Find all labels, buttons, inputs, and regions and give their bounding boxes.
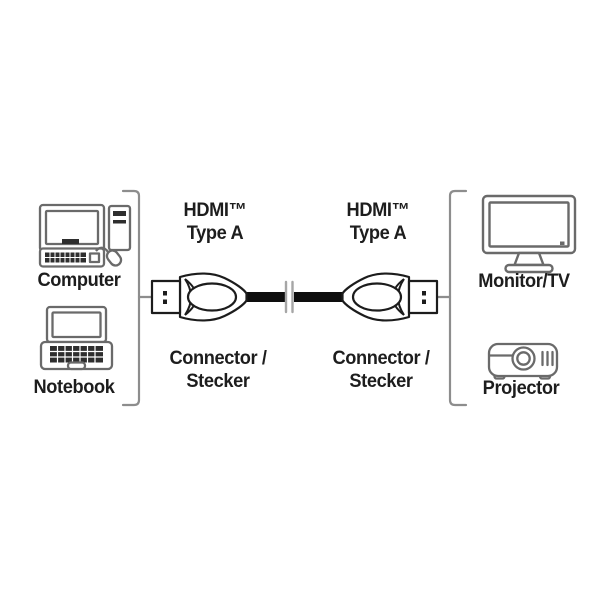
notebook-key-lines <box>50 346 103 363</box>
hdmi-variant-right: Type A <box>349 223 407 244</box>
notebook-keys <box>50 346 103 363</box>
notebook-icon <box>39 305 114 371</box>
plug-shell <box>407 279 439 315</box>
projector-lens <box>516 351 531 366</box>
right-bracket <box>435 189 468 407</box>
connector-label-left: Connector / Stecker <box>169 347 267 393</box>
mouse-icon <box>105 249 123 267</box>
connector-label-left-en: Connector / <box>169 348 267 369</box>
pc-tower-slot <box>113 220 126 224</box>
plug-shell <box>150 279 182 315</box>
connector-label-right: Connector / Stecker <box>332 347 430 393</box>
plug-pin <box>163 291 167 296</box>
pc-numpad <box>88 252 101 264</box>
notebook-screen <box>51 311 102 339</box>
tv-indicator <box>560 241 565 245</box>
computer-label: Computer <box>37 270 121 291</box>
connector-label-right-en: Connector / <box>332 348 430 369</box>
hdmi-cable <box>244 280 344 314</box>
plug-grip-oval <box>351 282 403 312</box>
tv-screen <box>488 201 570 248</box>
projector-label: Projector <box>482 378 560 399</box>
hdmi-standard-left: HDMI™ <box>183 200 247 221</box>
hdmi-type-label-right: HDMI™ Type A <box>347 199 410 245</box>
tv-stand-neck <box>513 251 545 267</box>
left-bracket <box>121 189 154 407</box>
pc-tower <box>107 204 132 252</box>
right-bracket-line <box>448 189 468 407</box>
projector-vents <box>541 350 554 367</box>
pc-monitor-stand <box>62 239 79 244</box>
monitor-tv-icon <box>481 194 577 274</box>
monitor-tv-label: Monitor/TV <box>478 271 570 292</box>
plug-pin <box>422 299 426 304</box>
hdmi-standard-right: HDMI™ <box>346 200 410 221</box>
plug-grip-oval <box>186 282 238 312</box>
projector-icon <box>487 342 559 380</box>
connector-label-left-de: Stecker <box>186 371 250 392</box>
hdmi-plug-right-icon <box>341 272 439 322</box>
notebook-label: Notebook <box>33 377 115 398</box>
hdmi-variant-left: Type A <box>186 223 244 244</box>
pc-tower-slot <box>113 211 126 216</box>
plug-pin <box>422 291 426 296</box>
notebook-latch <box>66 361 87 371</box>
hdmi-type-label-left: HDMI™ Type A <box>184 199 247 245</box>
cable-left-segment <box>244 292 285 302</box>
mouse-cable <box>95 246 109 253</box>
connector-label-right-de: Stecker <box>349 371 413 392</box>
pc-keyboard-key-lines <box>45 252 86 263</box>
cable-break-icon <box>284 280 294 314</box>
tv-stand-base <box>504 263 554 274</box>
plug-pin <box>163 299 167 304</box>
cable-right-segment <box>294 292 344 302</box>
desktop-computer-icon <box>38 203 132 268</box>
hdmi-plug-left-icon <box>150 272 248 322</box>
